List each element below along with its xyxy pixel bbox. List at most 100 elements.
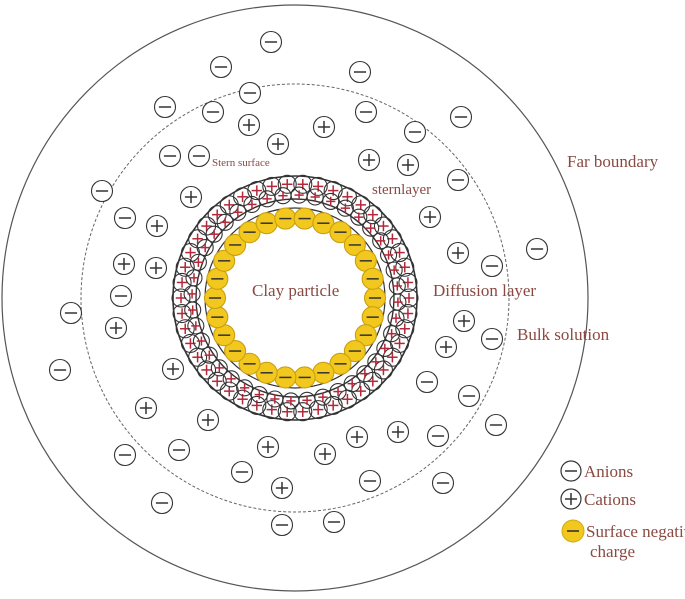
anion-icon — [113, 443, 137, 467]
stern-surface-label: Stern surface — [212, 157, 270, 169]
anion-icon — [167, 438, 191, 462]
ring-cation-icon — [210, 359, 228, 377]
ring-cation-icon — [222, 370, 240, 388]
anion-icon — [484, 413, 508, 437]
surface-charge-icon — [206, 267, 229, 290]
surface-charge-icon — [312, 212, 335, 235]
anion-icon — [113, 206, 137, 230]
anion-icon — [480, 254, 504, 278]
ring-cation-icon — [277, 174, 297, 194]
surface-charge-icon — [343, 339, 366, 363]
anion-icon — [354, 100, 378, 124]
ring-cation-icon — [367, 353, 385, 371]
ring-cation-icon — [395, 319, 415, 339]
far-boundary-circle — [1, 4, 589, 592]
surface-charge-icon — [312, 361, 335, 384]
ring-cation-icon — [229, 203, 247, 221]
ring-cation-icon — [356, 365, 374, 383]
cation-icon — [144, 256, 168, 280]
anion-icon — [201, 100, 225, 124]
ring-cation-icon — [274, 187, 292, 205]
ring-cation-icon — [189, 253, 207, 271]
diffusion-layer-label: Diffusion layer — [433, 281, 536, 300]
cation-icon — [196, 408, 220, 432]
ring-cation-icon — [322, 192, 340, 210]
ring-cation-icon — [282, 392, 300, 410]
cation-icon — [560, 488, 582, 510]
surface-charge-icon — [293, 207, 316, 230]
surface-charge-icon — [343, 233, 366, 257]
ring-cation-icon — [290, 186, 308, 204]
surface-charge-icon — [329, 352, 352, 375]
anion-icon — [446, 168, 470, 192]
surface-charge-icon — [238, 221, 261, 244]
ring-cation-icon — [184, 301, 202, 319]
anion-icon — [449, 105, 473, 129]
ring-cation-icon — [266, 390, 284, 408]
ring-cation-icon — [398, 303, 418, 324]
clay-particle-label: Clay particle — [252, 281, 339, 300]
ring-cation-icon — [306, 188, 324, 206]
ring-cation-icon — [329, 383, 347, 401]
ring-cation-icon — [398, 272, 418, 293]
ring-cation-icon — [362, 219, 380, 237]
surface-charge-icon — [224, 233, 247, 257]
cation-icon — [237, 113, 261, 137]
ring-cation-icon — [387, 309, 405, 327]
cation-icon — [266, 132, 290, 156]
anion-icon — [90, 179, 114, 203]
anion-icon — [358, 469, 382, 493]
surface-charge-icon — [293, 366, 316, 389]
ring-cation-icon — [200, 346, 218, 364]
cation-icon — [313, 442, 337, 466]
ring-cation-icon — [389, 293, 407, 311]
ring-cation-icon — [293, 174, 313, 194]
stern-layer-label: sternlayer — [372, 182, 431, 198]
cation-icon — [134, 396, 158, 420]
ring-cation-icon — [175, 257, 195, 277]
ring-cation-icon — [363, 205, 383, 225]
ring-cation-icon — [336, 199, 354, 217]
cation-icon — [270, 476, 294, 500]
cation-icon — [446, 241, 470, 265]
ring-cation-icon — [192, 332, 210, 350]
ring-cation-icon — [383, 325, 401, 343]
ring-cation-icon — [180, 333, 200, 353]
ring-cation-icon — [207, 371, 227, 391]
ring-cation-icon — [351, 195, 371, 215]
ion-rings — [171, 174, 419, 422]
cation-icon — [396, 153, 420, 177]
anion-icon — [158, 144, 182, 168]
cation-icon — [357, 148, 381, 172]
anion-icon — [322, 510, 346, 534]
cation-icon — [112, 252, 136, 276]
anion-icon — [259, 30, 283, 54]
cation-icon — [452, 309, 476, 333]
free-ions — [48, 30, 549, 537]
cation-icon — [145, 214, 169, 238]
surface-charge-icon — [361, 267, 384, 290]
ring-cation-icon — [399, 288, 419, 308]
legend-anions-label: Anions — [584, 462, 633, 481]
ring-cation-icon — [277, 402, 297, 422]
cation-icon — [345, 425, 369, 449]
ring-cation-icon — [380, 246, 398, 264]
cation-icon — [418, 205, 442, 229]
surface-charge-icon — [255, 212, 278, 235]
ring-cation-icon — [172, 272, 192, 293]
ring-cation-icon — [243, 195, 261, 213]
ring-cation-icon — [247, 395, 267, 415]
ring-cation-icon — [205, 225, 223, 243]
cation-icon — [312, 115, 336, 139]
anion-icon — [457, 384, 481, 408]
surface-charge-icon — [238, 352, 261, 375]
anion-icon — [209, 55, 233, 79]
diffusion-outer-circle — [172, 175, 418, 421]
ring-cation-icon — [382, 229, 402, 249]
anion-icon — [153, 95, 177, 119]
anion-icon — [109, 284, 133, 308]
anion-icon — [187, 144, 211, 168]
anion-icon — [270, 513, 294, 537]
anion-icon — [348, 60, 372, 84]
bulk-boundary-circle — [80, 83, 510, 513]
